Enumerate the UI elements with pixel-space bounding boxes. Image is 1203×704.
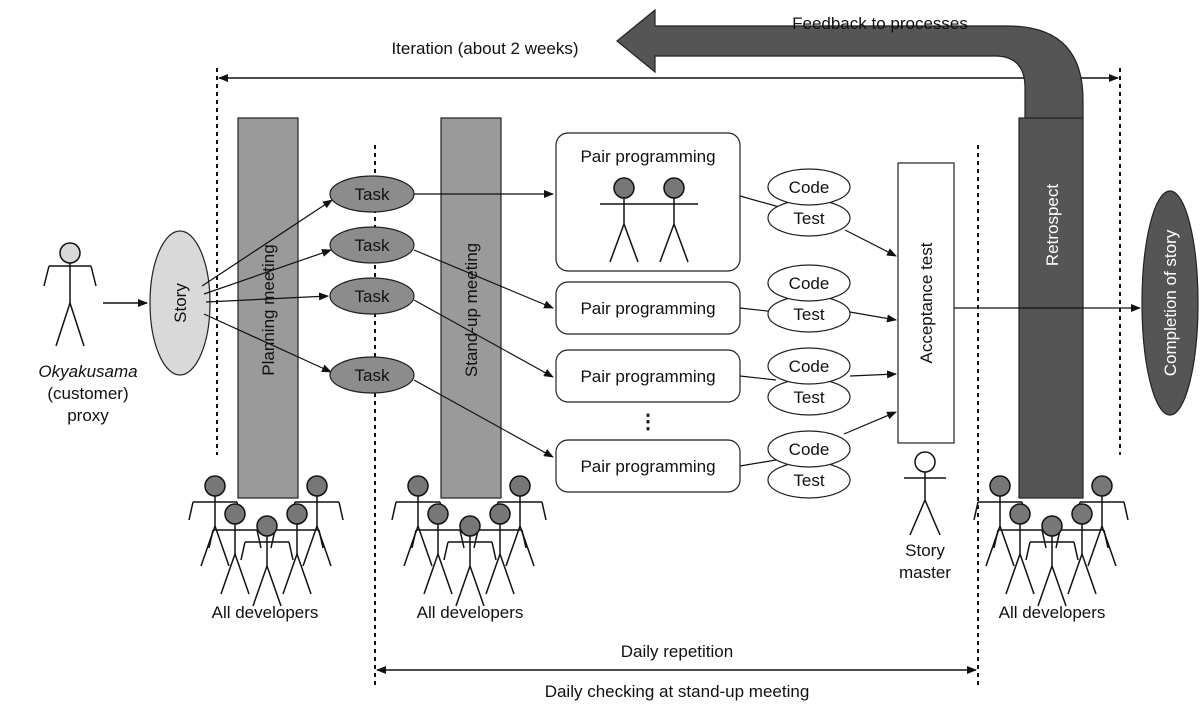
planning-meeting-bar [237,117,299,499]
story-master-label-1: Story [905,541,945,560]
feedback-label: Feedback to processes [792,14,968,33]
developer-figure [240,515,294,607]
developer-figure [993,503,1047,595]
more-pairs-ellipsis: ⋮ [638,411,658,433]
completion-label: Completion of story [1161,229,1180,376]
all-developers-label-3: All developers [999,603,1106,622]
svg-text:Test: Test [793,471,824,490]
story-ellipse [149,230,211,376]
all-developers-label-2: All developers [417,603,524,622]
task-2 [329,226,415,264]
code-test-group-4: Test Code [767,430,851,499]
customer-label-line2: (customer) [47,384,128,403]
retrospect-label: Retrospect [1043,184,1062,266]
developer-figure [1055,503,1109,595]
svg-text:Test: Test [793,388,824,407]
task-3 [329,277,415,315]
svg-text:Test: Test [793,305,824,324]
feedback-arrow [616,8,1084,119]
pair-programming-4-label: Pair programming [580,457,715,476]
completion-ellipse [1141,190,1199,416]
pair-programming-2-label: Pair programming [580,299,715,318]
developer-figure [493,475,547,567]
customer-figure [43,242,97,347]
developer-group-retrospect [973,475,1129,607]
developer-figure [188,475,242,567]
iteration-label: Iteration (about 2 weeks) [391,39,578,58]
story-master-label-2: master [899,563,951,582]
story-to-task-arrows [201,199,333,373]
pair-programming-3-label: Pair programming [580,367,715,386]
daily-repetition-label: Daily repetition [621,642,733,661]
standup-meeting-bar [440,117,502,499]
developer-figure [411,503,465,595]
task-list: Task Task Task Task [329,175,415,394]
all-developers-label-1: All developers [212,603,319,622]
story-master-figure [904,451,946,536]
pair-programming-1-label: Pair programming [580,147,715,166]
developer-group-standup [391,475,547,607]
code-test-group-1: Test Code [767,168,851,237]
story-label: Story [171,283,190,323]
task-3-label: Task [355,287,390,306]
developer-figure [473,503,527,595]
code-test-group-2: Test Code [767,264,851,333]
developer-figure [208,503,262,595]
task-1-label: Task [355,185,390,204]
customer-label-italic: Okyakusama [38,362,137,381]
developer-figure [1025,515,1079,607]
developer-figure [443,515,497,607]
task-2-label: Task [355,236,390,255]
planning-meeting-label: Planning meeting [259,244,278,375]
task-4 [329,356,415,394]
pair-programming-large: Pair programming [555,132,741,272]
task-4-label: Task [355,366,390,385]
standup-meeting-label: Stand-up meeting [462,243,481,377]
acceptance-test-box [897,162,955,444]
developer-figure [290,475,344,567]
developer-figure [270,503,324,595]
pair-to-code-lines [739,195,791,467]
customer-label-line3: proxy [67,406,109,425]
pair-figures [600,177,698,263]
daily-checking-label: Daily checking at stand-up meeting [545,682,810,701]
code-test-group-3: Test Code [767,347,851,416]
task-to-pair-arrows [413,190,554,458]
svg-text:Code: Code [789,440,830,459]
svg-text:Code: Code [789,274,830,293]
code-to-acceptance-arrows [843,229,897,435]
svg-text:Test: Test [793,209,824,228]
developer-group-planning [188,475,344,607]
svg-text:Code: Code [789,357,830,376]
svg-text:Code: Code [789,178,830,197]
acceptance-test-label: Acceptance test [917,242,936,363]
